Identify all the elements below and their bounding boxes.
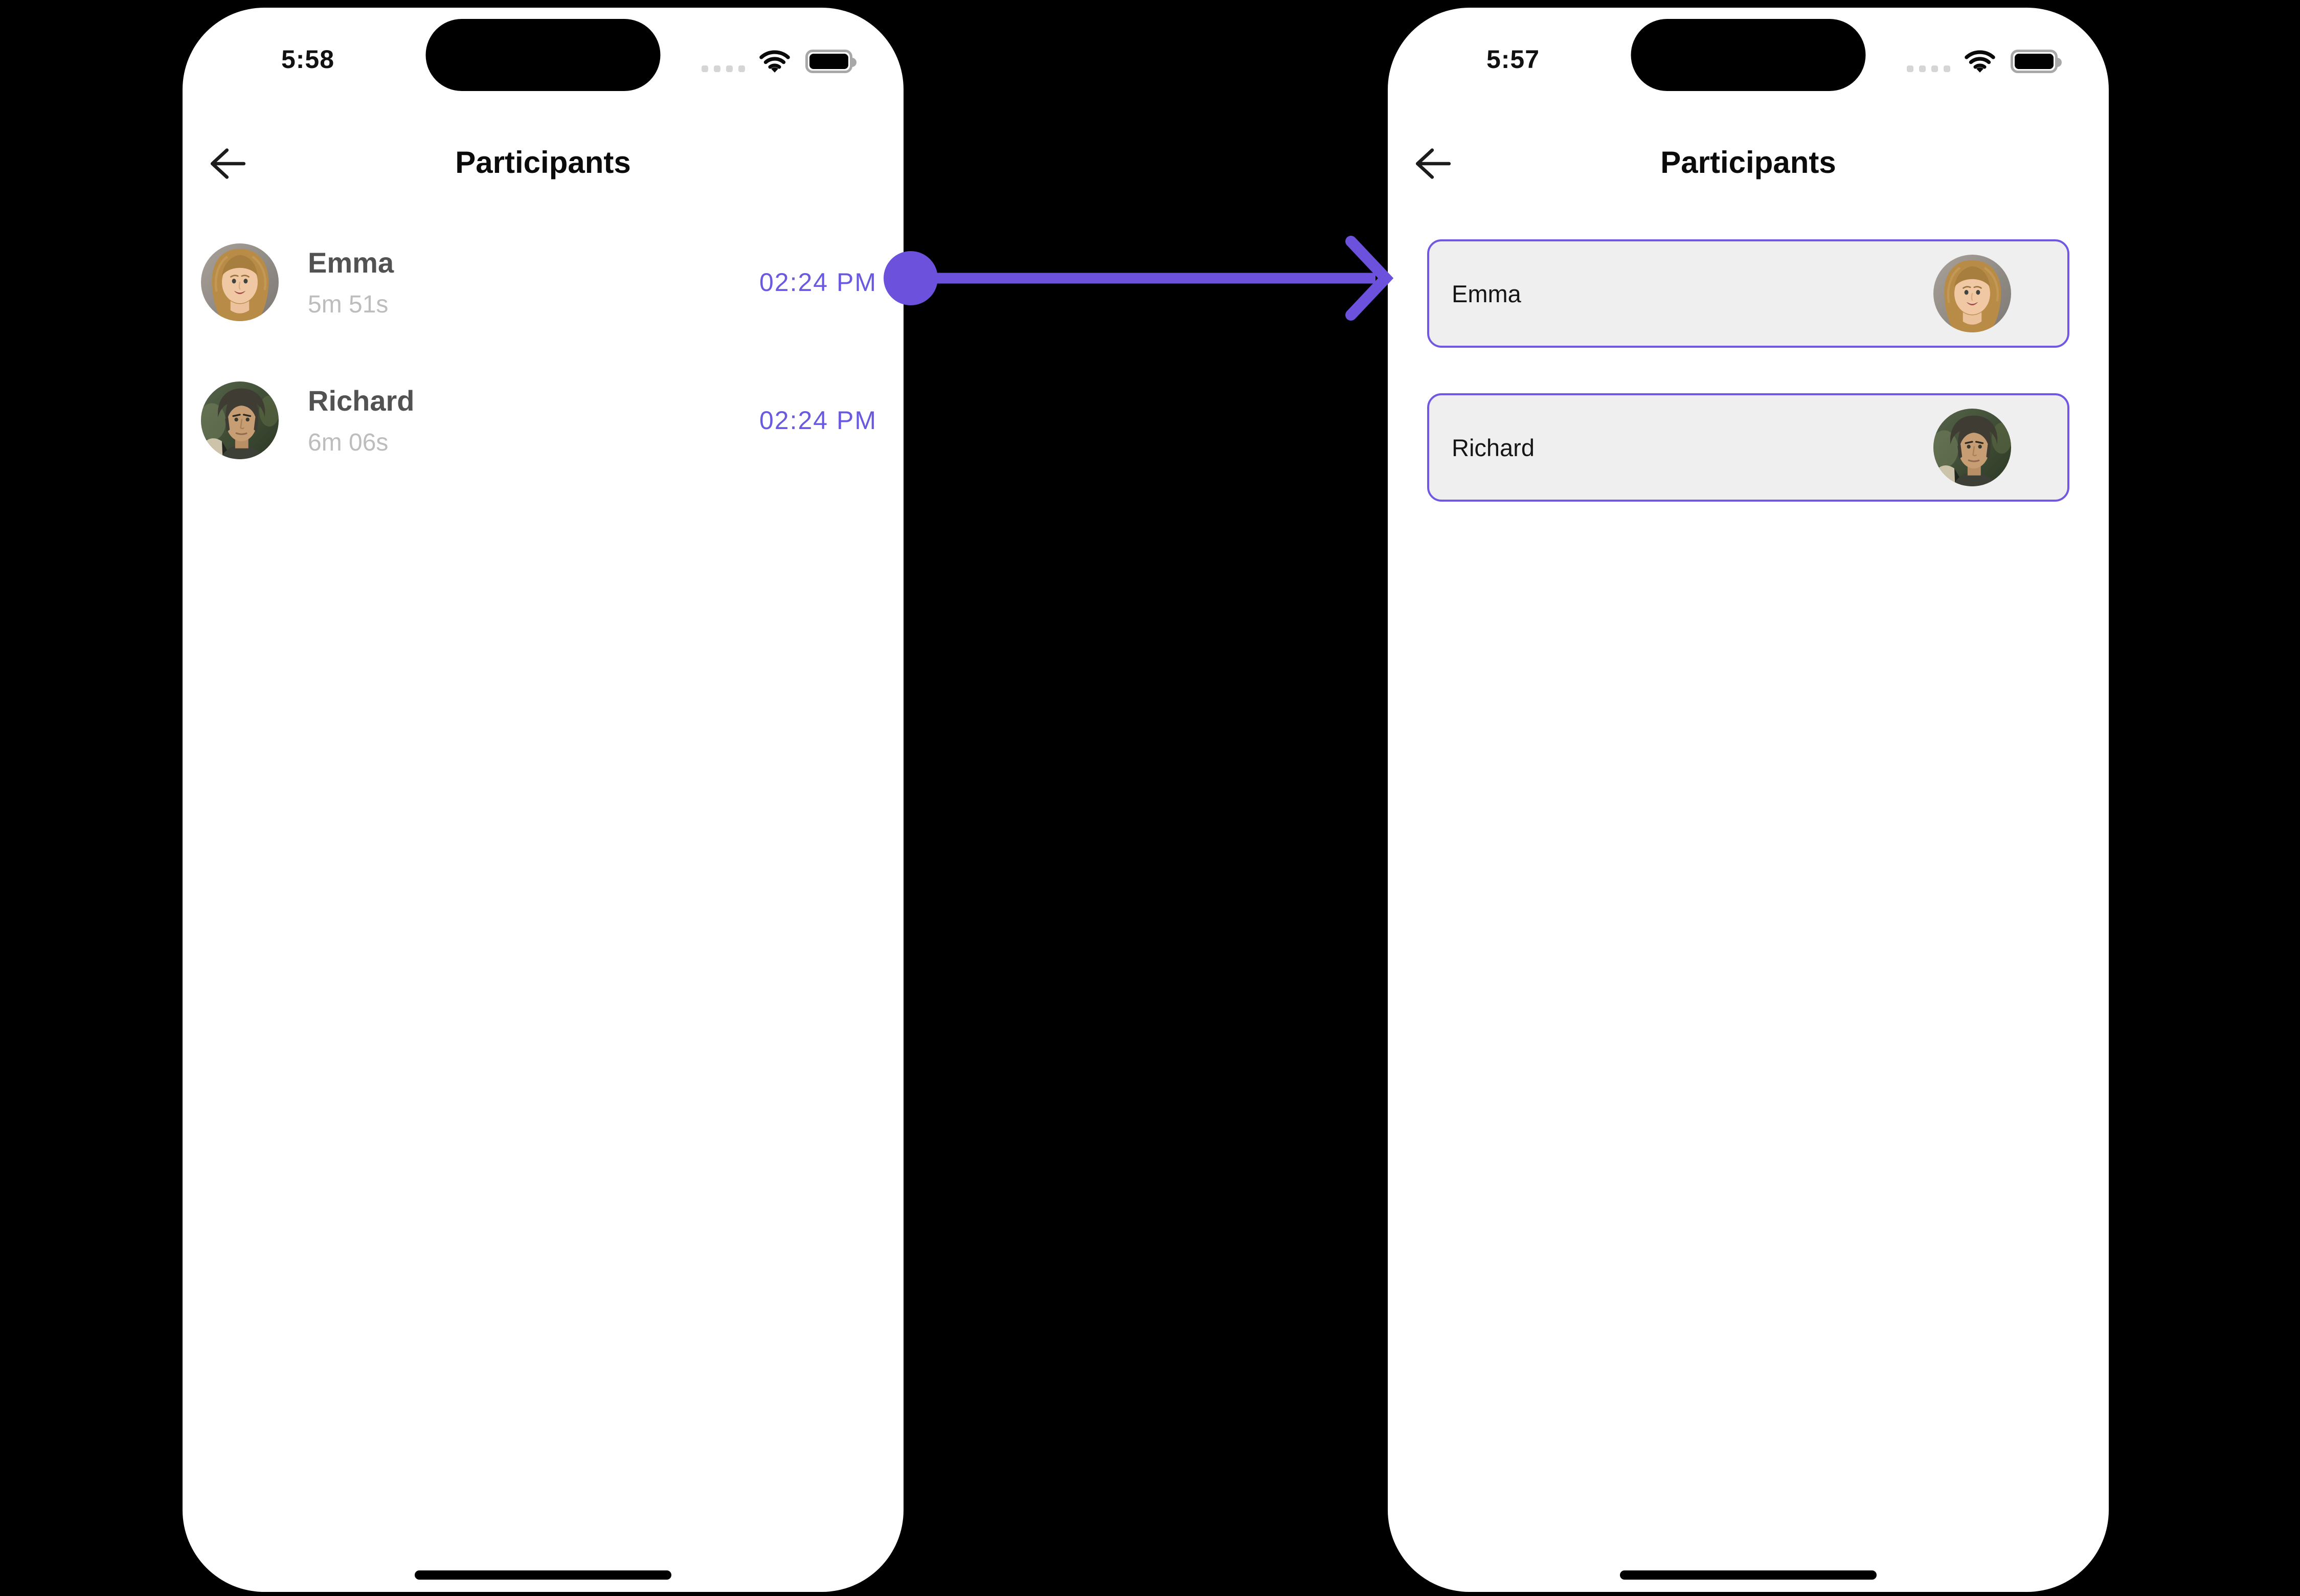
participant-cards: Emma Richard	[1427, 239, 2069, 502]
home-indicator[interactable]	[415, 1570, 671, 1580]
participant-duration: 6m 06s	[308, 429, 389, 456]
wifi-icon	[758, 49, 791, 73]
participant-join-time: 02:24 PM	[759, 268, 877, 297]
dynamic-island	[425, 19, 661, 91]
richard-avatar	[1933, 409, 2011, 486]
participant-list: Emma 5m 51s 02:24 PM Richard 6m 06s 02:2…	[201, 213, 877, 489]
home-indicator[interactable]	[1620, 1570, 1877, 1580]
flow-arrow	[884, 236, 1394, 321]
emma-avatar	[1933, 255, 2011, 332]
card-participant-name: Emma	[1452, 280, 1521, 307]
battery-icon	[805, 50, 856, 73]
status-time: 5:58	[281, 45, 335, 74]
participant-name: Richard	[308, 384, 415, 417]
page-title: Participants	[455, 145, 631, 179]
wifi-icon	[1964, 49, 1996, 73]
emma-avatar	[201, 243, 279, 321]
cellular-signal-icon	[1907, 65, 1950, 72]
status-icons	[702, 49, 856, 73]
list-item-richard[interactable]: Richard 6m 06s 02:24 PM	[201, 351, 877, 489]
card-participant-name: Richard	[1452, 434, 1535, 461]
iphone-frame-right: 5:57 Participants Emma Richard	[1388, 8, 2109, 1592]
richard-avatar	[201, 381, 279, 459]
status-time: 5:57	[1486, 45, 1540, 74]
card-emma[interactable]: Emma	[1427, 239, 2069, 348]
iphone-frame-left: 5:58 Participants Emma 5m 51s 02:24 PM R…	[183, 8, 904, 1592]
list-item-emma[interactable]: Emma 5m 51s 02:24 PM	[201, 213, 877, 351]
battery-icon	[2011, 50, 2062, 73]
cellular-signal-icon	[702, 65, 745, 72]
participant-duration: 5m 51s	[308, 290, 389, 318]
page-title: Participants	[1660, 145, 1836, 179]
status-icons	[1907, 49, 2062, 73]
participant-join-time: 02:24 PM	[759, 406, 877, 435]
participant-name: Emma	[308, 246, 394, 279]
dynamic-island	[1631, 19, 1866, 91]
card-richard[interactable]: Richard	[1427, 393, 2069, 502]
